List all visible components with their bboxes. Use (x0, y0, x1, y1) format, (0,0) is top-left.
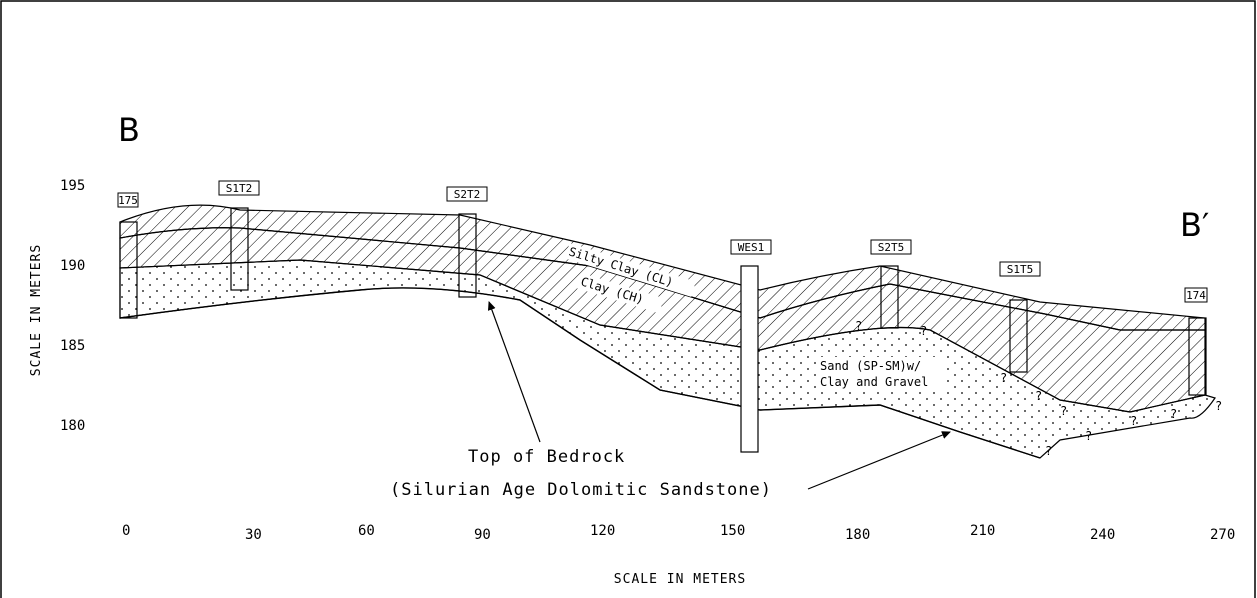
x-tick-30: 30 (245, 527, 262, 543)
svg-text:S2T5: S2T5 (878, 241, 905, 254)
svg-text:?: ? (1085, 429, 1092, 443)
svg-text:?: ? (1035, 389, 1042, 403)
x-axis-title: SCALE IN METERS (614, 572, 746, 587)
x-tick-150: 150 (720, 523, 745, 539)
uncertain-boundary-markers: ? ? ? ? ? ? ? ? ? ? (855, 319, 1222, 458)
svg-text:Clay and Gravel: Clay and Gravel (820, 375, 928, 389)
x-tick-240: 240 (1090, 527, 1115, 543)
y-axis-title: SCALE IN METERS (29, 244, 44, 376)
y-tick-195: 195 (60, 178, 85, 194)
x-tick-120: 120 (590, 523, 615, 539)
svg-text:S1T2: S1T2 (226, 182, 253, 195)
svg-text:?: ? (855, 319, 862, 333)
svg-text:WES1: WES1 (738, 241, 765, 254)
x-tick-270: 270 (1210, 527, 1235, 543)
borehole-s1t5: S1T5 (999, 261, 1041, 373)
svg-text:?: ? (1130, 414, 1137, 428)
x-tick-210: 210 (970, 523, 995, 539)
svg-text:S2T2: S2T2 (454, 188, 481, 201)
annotation-bedrock-description: (Silurian Age Dolomitic Sandstone) (390, 480, 772, 500)
svg-text:174: 174 (1186, 289, 1206, 302)
section-label-right: B′ (1180, 206, 1209, 244)
borehole-s1t2: S1T2 (218, 180, 260, 291)
y-tick-180: 180 (60, 418, 85, 434)
svg-text:?: ? (1060, 404, 1067, 418)
pointer-arrow-left (487, 301, 541, 443)
x-tick-0: 0 (122, 523, 130, 539)
label-sand: Sand (SP-SM)w/ Clay and Gravel (818, 357, 946, 391)
borehole-s2t5: S2T5 (870, 239, 912, 329)
svg-text:?: ? (1170, 407, 1177, 421)
x-tick-90: 90 (474, 527, 491, 543)
borehole-s2t2: S2T2 (446, 186, 488, 298)
borehole-wes1: WES1 (730, 239, 772, 453)
svg-text:?: ? (1045, 444, 1052, 458)
svg-text:?: ? (1215, 399, 1222, 413)
svg-text:175: 175 (118, 194, 138, 207)
y-tick-190: 190 (60, 258, 85, 274)
x-tick-180: 180 (845, 527, 870, 543)
borehole-175: 175 (117, 192, 139, 319)
pointer-arrow-right (807, 431, 951, 490)
section-label-left: B (118, 111, 140, 149)
annotation-top-of-bedrock: Top of Bedrock (468, 447, 625, 467)
bedrock-top-line (119, 287, 1041, 459)
svg-text:?: ? (920, 324, 927, 338)
svg-text:?: ? (1000, 371, 1007, 385)
borehole-174: 174 (1184, 287, 1208, 396)
x-tick-60: 60 (358, 523, 375, 539)
svg-text:S1T5: S1T5 (1007, 263, 1034, 276)
y-tick-185: 185 (60, 338, 85, 354)
svg-text:Sand (SP-SM)w/: Sand (SP-SM)w/ (820, 359, 921, 373)
